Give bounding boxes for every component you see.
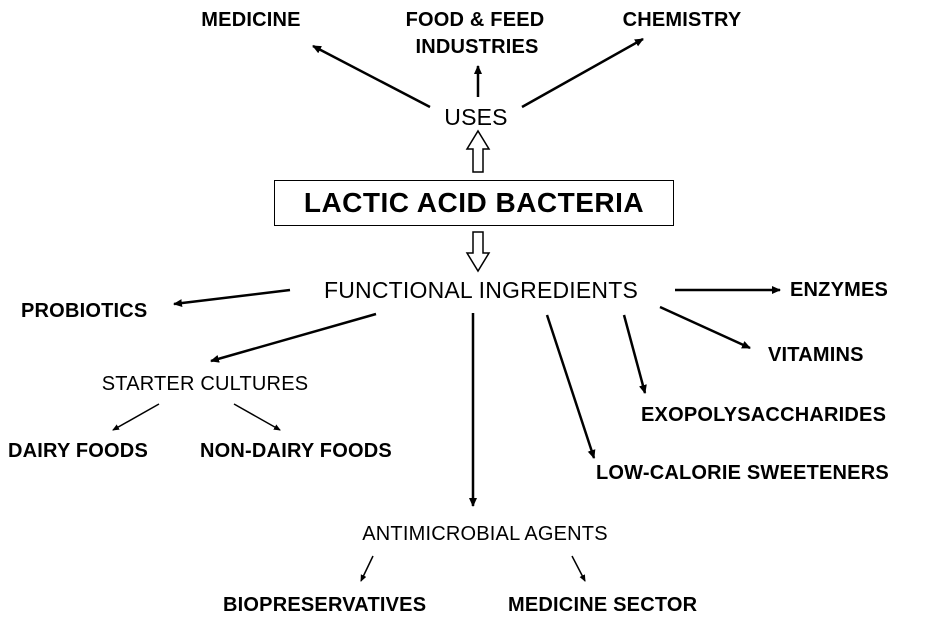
label-biopreservatives: BIOPRESERVATIVES xyxy=(223,594,427,616)
arrow-fi-exopolysaccharides xyxy=(622,314,647,394)
arrow-starter-dairy xyxy=(112,403,160,431)
label-starter-cultures: STARTER CULTURES xyxy=(101,373,309,395)
root-box: LACTIC ACID BACTERIA xyxy=(274,180,674,226)
label-exopolysaccharides: EXOPOLYSACCHARIDES xyxy=(641,404,887,426)
label-medicine-sector: MEDICINE SECTOR xyxy=(508,594,698,616)
arrow-fi-vitamins xyxy=(659,305,751,350)
label-functional-ingredients: FUNCTIONAL INGREDIENTS xyxy=(323,277,639,303)
label-food-feed-line1: FOOD & FEED xyxy=(405,9,545,31)
hollow-arrow-up xyxy=(465,129,491,173)
arrow-fi-probiotics xyxy=(173,288,291,308)
label-food-feed-line2: INDUSTRIES xyxy=(415,36,539,58)
label-medicine: MEDICINE xyxy=(201,9,301,31)
hollow-arrow-down xyxy=(465,231,491,273)
arrow-antimicrobial-medicine-sector xyxy=(571,555,586,582)
arrow-uses-medicine xyxy=(312,44,431,109)
label-antimicrobial-agents: ANTIMICROBIAL AGENTS xyxy=(362,523,608,545)
label-probiotics: PROBIOTICS xyxy=(21,300,148,322)
label-uses: USES xyxy=(444,104,508,130)
arrow-uses-chemistry xyxy=(521,37,644,109)
label-chemistry: CHEMISTRY xyxy=(622,9,742,31)
label-vitamins: VITAMINS xyxy=(768,344,864,366)
label-dairy-foods: DAIRY FOODS xyxy=(8,440,148,462)
arrow-starter-nondairy xyxy=(233,403,281,431)
label-enzymes: ENZYMES xyxy=(790,279,889,301)
label-non-dairy-foods: NON-DAIRY FOODS xyxy=(200,440,392,462)
arrow-fi-starter xyxy=(210,312,377,363)
label-low-calorie-sweeteners: LOW-CALORIE SWEETENERS xyxy=(596,462,889,484)
arrow-fi-sweeteners xyxy=(545,314,596,459)
arrow-antimicrobial-biopreservatives xyxy=(360,555,374,582)
